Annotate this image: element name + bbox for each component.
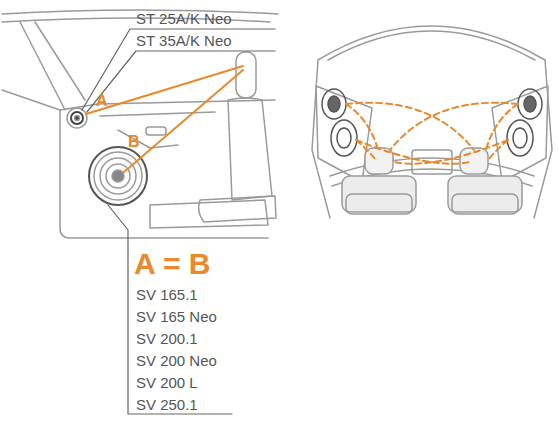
- model-name: SV 165 Neo: [136, 309, 217, 326]
- model-name: ST 25A/K Neo: [136, 11, 232, 28]
- woofer-cone-inner: [106, 164, 130, 188]
- model-name: SV 200 L: [136, 375, 198, 392]
- left-pillar: [312, 60, 330, 218]
- model-name: SV 200 Neo: [136, 353, 217, 370]
- door-pocket: [150, 200, 268, 228]
- woofer-left-cone: [337, 128, 351, 148]
- tweeter-center: [75, 116, 80, 121]
- woofer: [89, 147, 147, 205]
- woofer-right-cone: [513, 128, 527, 148]
- model-name: ST 35A/K Neo: [136, 33, 232, 50]
- woofer-left: [331, 120, 357, 156]
- door-handle: [146, 127, 166, 135]
- door-trim: [100, 112, 215, 116]
- woofer-surround: [94, 152, 142, 200]
- right-pillar: [534, 60, 552, 218]
- tweeter-leader: [82, 29, 275, 110]
- left-door: [316, 86, 372, 182]
- model-name: SV 165.1: [136, 287, 198, 304]
- model-name: SV 250.1: [136, 397, 198, 414]
- tweeter-left: [322, 89, 346, 119]
- tweeter: [67, 108, 87, 128]
- roof-front: [318, 26, 545, 60]
- seat-back: [228, 98, 272, 200]
- tweeter-left-dome: [328, 96, 340, 112]
- sound-path: [356, 140, 470, 164]
- right-door: [492, 86, 548, 182]
- a-pillar: [20, 22, 65, 110]
- woofer-right: [507, 120, 533, 156]
- woofer-leader: [108, 205, 232, 414]
- tweeter-right: [518, 89, 542, 119]
- seat-left-cushion: [346, 194, 412, 214]
- tweeter-dome: [71, 112, 83, 124]
- model-name: SV 200.1: [136, 331, 198, 348]
- tweeter-leader: [87, 51, 275, 112]
- sound-path: [394, 140, 508, 164]
- seat-cushion: [199, 196, 276, 222]
- tweeter-right-dome: [524, 96, 536, 112]
- seat-right-cushion: [452, 194, 518, 214]
- distance-b: [124, 70, 243, 172]
- equation-label: A = B: [134, 247, 210, 280]
- dashboard-line: [2, 90, 60, 110]
- woofer-cone: [100, 158, 136, 194]
- distance-label: A: [96, 92, 108, 110]
- windshield-edge: [35, 22, 85, 100]
- door-panel: [60, 110, 268, 238]
- roof-front-inner: [328, 31, 535, 60]
- distance-label: B: [128, 133, 140, 151]
- headrest: [236, 52, 256, 98]
- woofer-dust-cap: [112, 170, 124, 182]
